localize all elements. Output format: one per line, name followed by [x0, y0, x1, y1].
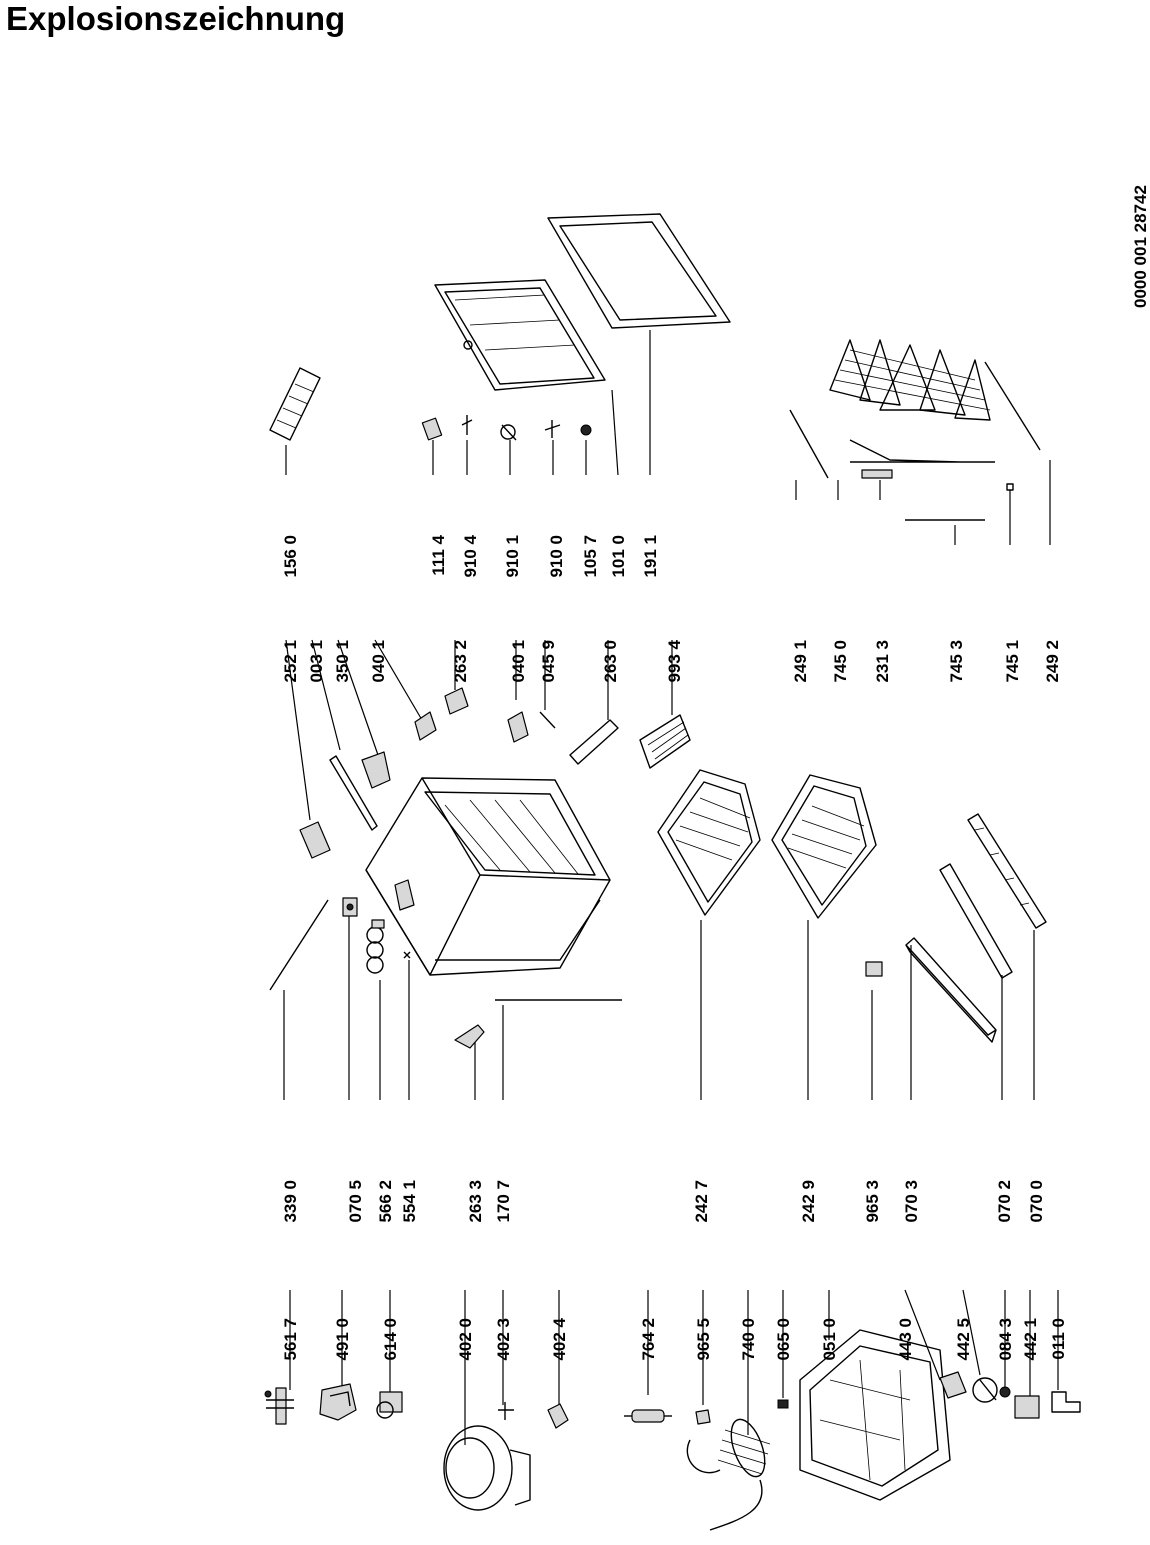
drawer-upper	[657, 769, 761, 916]
part-number-label: 070 3	[902, 1180, 921, 1223]
part-number-label: 443 0	[896, 1318, 915, 1361]
part-number-label: 101 0	[609, 535, 628, 578]
part-number-label: 339 0	[281, 1180, 300, 1223]
part-number-label: 745 1	[1003, 640, 1022, 683]
part-number-label: 249 1	[791, 640, 810, 683]
part-number-label: 003 1	[307, 640, 326, 683]
part-number-label: 045 9	[539, 640, 558, 683]
part-number-label: 910 0	[547, 535, 566, 578]
drawer-lower	[771, 774, 877, 919]
part-number-label: 745 3	[947, 640, 966, 683]
compressor-unit-parts	[264, 1329, 1081, 1531]
part-number-label: 249 2	[1043, 640, 1062, 683]
door-and-basket-parts	[269, 213, 1041, 521]
part-number-label: 965 3	[863, 1180, 882, 1223]
part-number-label: 566 2	[376, 1180, 395, 1223]
part-number-label: 156 0	[281, 535, 300, 578]
part-labels-center-right: 252 1 003 1 350 1 040 1 263 2 040 1 045 9 263 0…	[281, 639, 1062, 682]
part-number-label: 040 1	[509, 640, 528, 683]
part-number-label: 745 0	[831, 640, 850, 683]
part-number-label: 105 7	[581, 535, 600, 578]
part-number-label: 263 0	[601, 640, 620, 683]
part-number-label: 040 1	[369, 640, 388, 683]
part-number-label: 170 7	[494, 1180, 513, 1223]
part-number-label: 070 0	[1027, 1180, 1046, 1223]
part-number-label: 910 4	[461, 534, 480, 577]
part-number-label: 242 9	[799, 1180, 818, 1223]
part-number-label: 242 7	[692, 1180, 711, 1223]
document-number: 0000 001 28742	[1131, 185, 1150, 308]
part-number-label: 442 5	[954, 1318, 973, 1361]
cabinet-and-drawer-parts	[269, 687, 1047, 1049]
part-number-label: 910 1	[503, 535, 522, 578]
leader-lines	[283, 330, 1059, 1445]
part-number-label: 554 1	[400, 1180, 419, 1223]
part-number-label: 070 2	[995, 1180, 1014, 1223]
part-number-label: 111 4	[429, 534, 448, 575]
freezer-cabinet	[365, 777, 611, 976]
page-title: Explosionszeichnung	[6, 0, 346, 37]
part-number-label: 252 1	[281, 640, 300, 683]
part-number-label: 070 5	[346, 1180, 365, 1223]
part-number-label: 350 1	[333, 640, 352, 683]
part-number-label: 263 3	[466, 1180, 485, 1223]
part-number-label: 191 1	[641, 535, 660, 578]
part-number-label: 263 2	[451, 640, 470, 683]
freezer-door	[434, 279, 606, 391]
part-number-label: 231 3	[873, 640, 892, 683]
part-labels-right: 156 0 111 4 910 4 910 1 910 0 105 7 101 0 191 1	[281, 534, 660, 577]
part-labels-center-left: 339 0 070 5 566 2 554 1 263 3 170 7 242 7 242 9…	[281, 1180, 1046, 1223]
part-number-label: 993 4	[665, 639, 684, 682]
wire-basket	[829, 339, 995, 463]
